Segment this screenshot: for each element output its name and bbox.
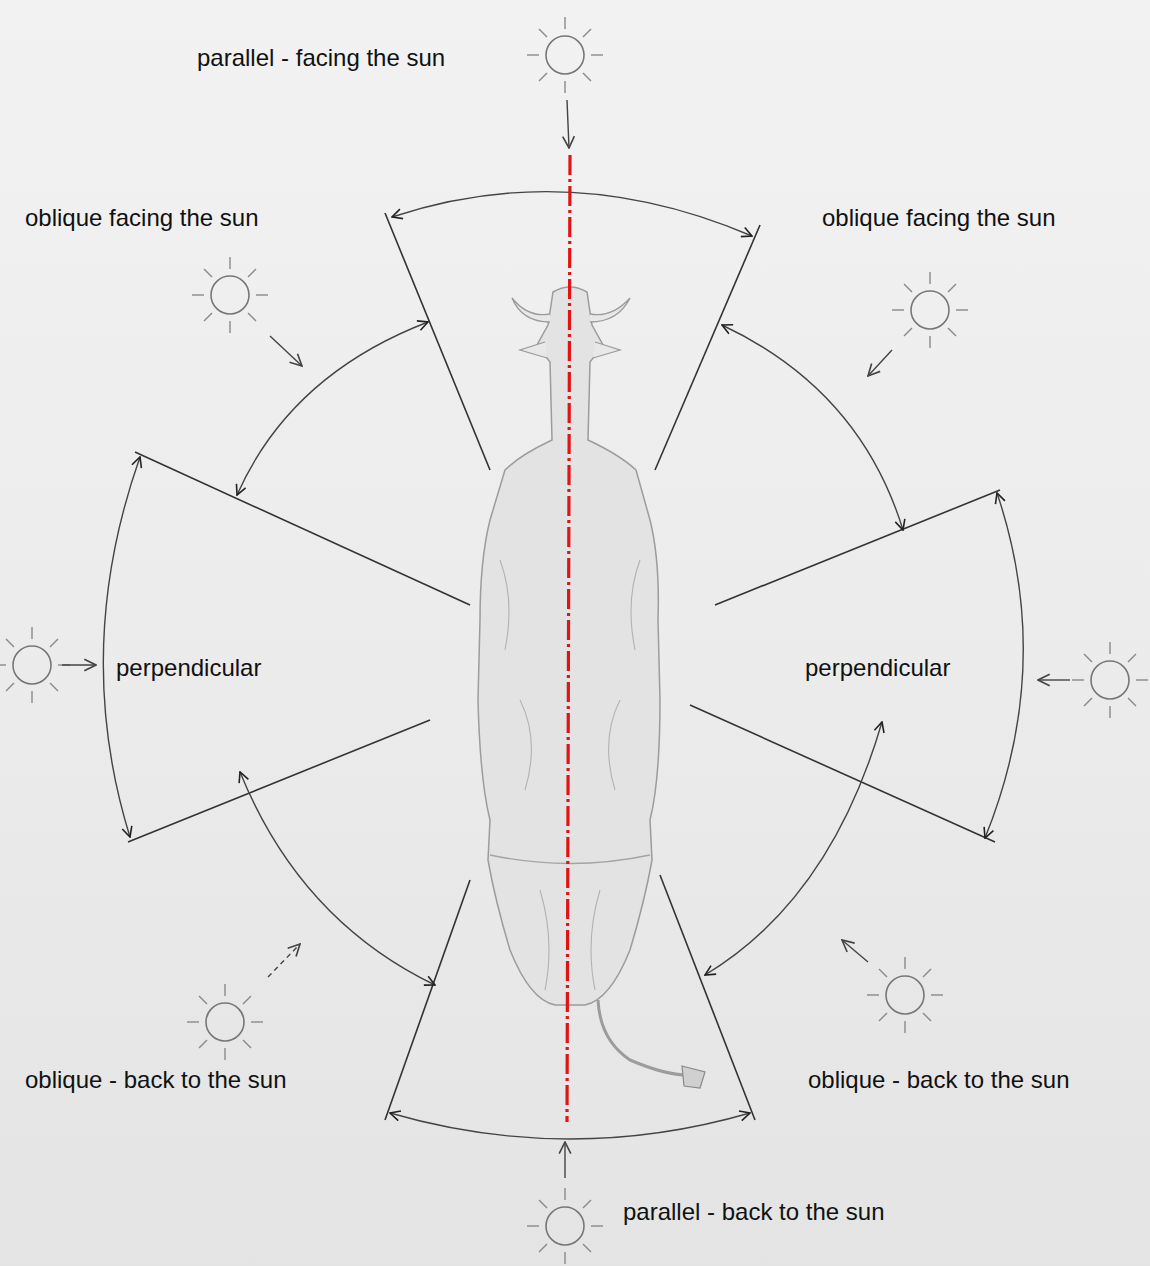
sun-symbols	[0, 17, 1148, 1264]
orientation-label: oblique - back to the sun	[808, 1066, 1070, 1094]
orientation-label: perpendicular	[805, 654, 950, 682]
orientation-label: oblique facing the sun	[25, 204, 259, 232]
body-axis	[567, 155, 570, 1122]
cow-illustration	[478, 287, 705, 1088]
orientation-label: oblique - back to the sun	[25, 1066, 287, 1094]
orientation-label: oblique facing the sun	[822, 204, 1056, 232]
orientation-label: parallel - back to the sun	[623, 1198, 884, 1226]
orientation-label: perpendicular	[116, 654, 261, 682]
orientation-label: parallel - facing the sun	[197, 44, 445, 72]
sector-arcs	[103, 192, 1023, 1139]
sun-arrows	[62, 100, 1070, 1178]
